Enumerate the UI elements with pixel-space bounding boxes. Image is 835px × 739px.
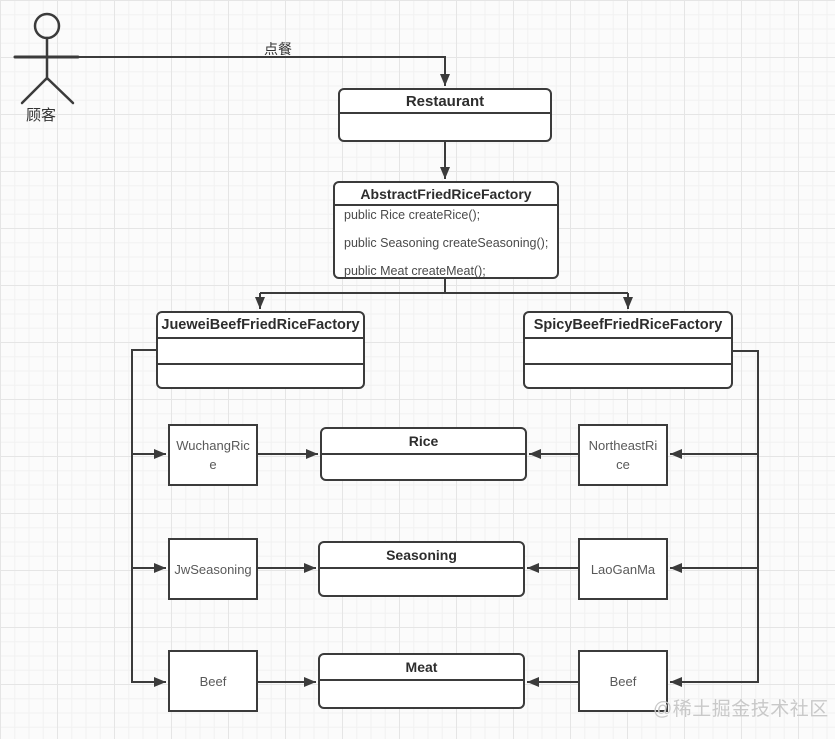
spicy-factory-empty-section-2	[525, 365, 731, 389]
northeastrice-node: NortheastRi ce	[578, 424, 668, 486]
spicy-factory-class-box: SpicyBeefFriedRiceFactory	[523, 311, 733, 389]
juewei-factory-class-box: JueweiBeefFriedRiceFactory	[156, 311, 365, 389]
abstract-factory-methods: public Rice createRice(); public Seasoni…	[335, 201, 557, 285]
customer-actor-icon	[13, 12, 80, 105]
laoganma-node: LaoGanMa	[578, 538, 668, 600]
seasoning-title: Seasoning	[320, 543, 523, 569]
spicy-factory-title: SpicyBeefFriedRiceFactory	[525, 313, 731, 339]
abstract-factory-class-box: AbstractFriedRiceFactory public Rice cre…	[333, 181, 559, 279]
method-create-seasoning: public Seasoning createSeasoning();	[344, 236, 549, 250]
juewei-factory-empty-section-2	[158, 365, 363, 389]
order-action-label: 点餐	[264, 41, 292, 57]
split-line-abstract-to-factories	[260, 279, 628, 294]
restaurant-class-box: Restaurant	[338, 88, 552, 142]
beef-right-node: Beef	[578, 650, 668, 712]
meat-class-box: Meat	[318, 653, 525, 709]
juewei-factory-empty-section-1	[158, 339, 363, 365]
meat-title: Meat	[320, 655, 523, 681]
juewei-bus-line	[131, 349, 166, 687]
abstract-factory-title: AbstractFriedRiceFactory	[335, 183, 557, 206]
customer-actor-label: 顾客	[26, 107, 57, 124]
jwseasoning-node: JwSeasoning	[168, 538, 258, 600]
method-create-rice: public Rice createRice();	[344, 208, 481, 222]
wuchangrice-node: WuchangRic e	[168, 424, 258, 486]
arrow-customer-to-restaurant	[15, 56, 450, 86]
rice-class-box: Rice	[320, 427, 527, 481]
seasoning-class-box: Seasoning	[318, 541, 525, 597]
restaurant-title: Restaurant	[340, 90, 550, 114]
rice-title: Rice	[322, 429, 525, 455]
spicy-factory-empty-section-1	[525, 339, 731, 365]
juewei-factory-title: JueweiBeefFriedRiceFactory	[158, 313, 363, 339]
beef-left-node: Beef	[168, 650, 258, 712]
method-create-meat: public Meat createMeat();	[344, 264, 486, 278]
watermark-text: @稀土掘金技术社区	[653, 699, 829, 720]
spicy-bus-line	[670, 350, 759, 687]
